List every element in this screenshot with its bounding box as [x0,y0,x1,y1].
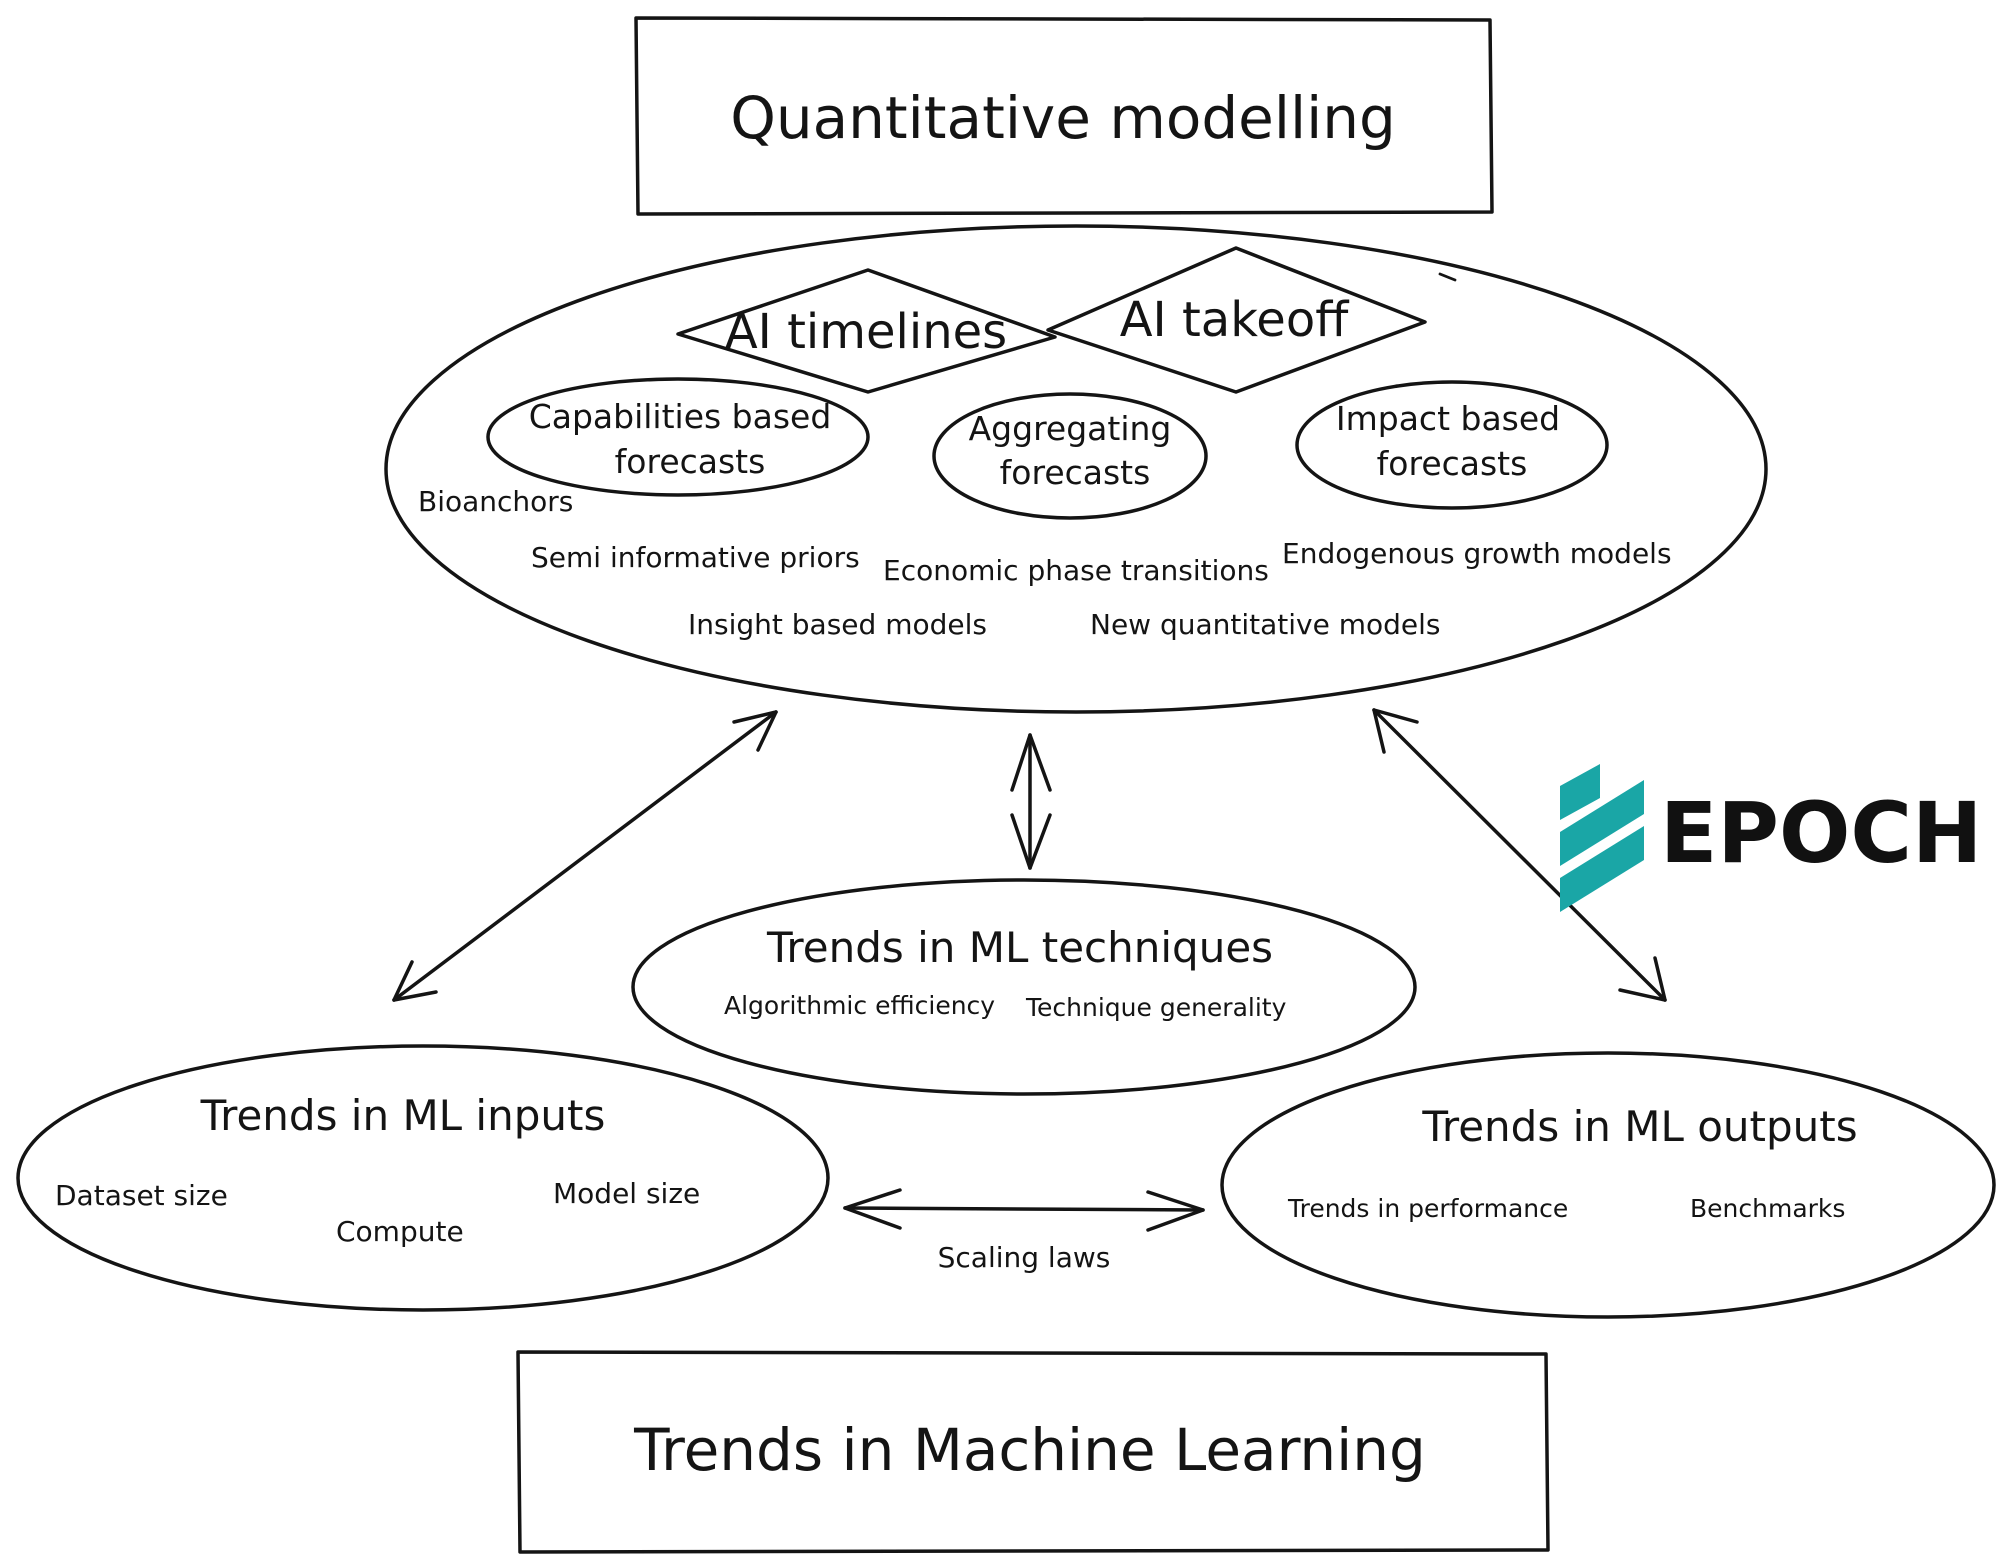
arrow-outputs-to-models [1372,708,1667,1002]
quantitative-modelling-title: Quantitative modelling [730,84,1396,152]
dataset-size-label: Dataset size [55,1179,228,1212]
ml-techniques-ellipse: Trends in ML techniques Algorithmic effi… [631,878,1417,1096]
ml-techniques-title: Trends in ML techniques [766,923,1273,972]
ai-takeoff-diamond: AI takeoff [1046,246,1427,394]
epoch-logo-text: EPOCH [1660,784,1982,882]
aggregating-forecasts-line1: Aggregating [969,409,1172,448]
arrow-techniques-to-models [1010,733,1052,870]
ml-outputs-title: Trends in ML outputs [1421,1102,1857,1151]
trends-in-performance-label: Trends in performance [1287,1194,1568,1223]
ai-takeoff-label: AI takeoff [1120,292,1349,348]
quantitative-modelling-box: Quantitative modelling [634,16,1494,216]
ai-timelines-label: AI timelines [725,304,1007,360]
impact-forecasts-line1: Impact based [1336,399,1560,438]
arrow-inputs-to-models [392,710,778,1002]
ml-inputs-title: Trends in ML inputs [200,1091,606,1140]
semi-informative-priors-label: Semi informative priors [531,541,860,574]
ml-inputs-ellipse: Trends in ML inputs Dataset size Compute… [16,1044,830,1312]
bioanchors-label: Bioanchors [418,485,573,518]
scaling-laws-arrow: Scaling laws [843,1188,1205,1274]
model-size-label: Model size [553,1177,700,1210]
endogenous-growth-models-label: Endogenous growth models [1282,537,1672,570]
impact-forecasts-line2: forecasts [1377,444,1528,483]
epoch-logo-mark [1560,764,1644,912]
benchmarks-label: Benchmarks [1690,1194,1845,1223]
trends-machine-learning-title: Trends in Machine Learning [633,1416,1426,1484]
ai-timelines-diamond: AI timelines [676,268,1057,394]
technique-generality-label: Technique generality [1025,993,1287,1022]
capabilities-forecasts-line2: forecasts [615,442,766,481]
aggregating-forecasts-node: Aggregating forecasts [932,392,1208,520]
impact-forecasts-node: Impact based forecasts [1295,380,1609,510]
aggregating-forecasts-line2: forecasts [1000,453,1151,492]
trends-machine-learning-box: Trends in Machine Learning [516,1350,1550,1554]
algorithmic-efficiency-label: Algorithmic efficiency [724,991,995,1020]
ml-outputs-ellipse: Trends in ML outputs Trends in performan… [1220,1051,1996,1319]
compute-label: Compute [336,1215,464,1248]
capabilities-forecasts-line1: Capabilities based [529,397,832,436]
insight-based-models-label: Insight based models [688,608,987,641]
economic-phase-transitions-label: Economic phase transitions [883,554,1269,587]
quantitative-models-ellipse [384,224,1768,714]
scaling-laws-label: Scaling laws [938,1241,1111,1274]
new-quantitative-models-label: New quantitative models [1090,608,1441,641]
capabilities-forecasts-node: Capabilities based forecasts [486,377,870,497]
epoch-logo: EPOCH [1560,764,1982,912]
